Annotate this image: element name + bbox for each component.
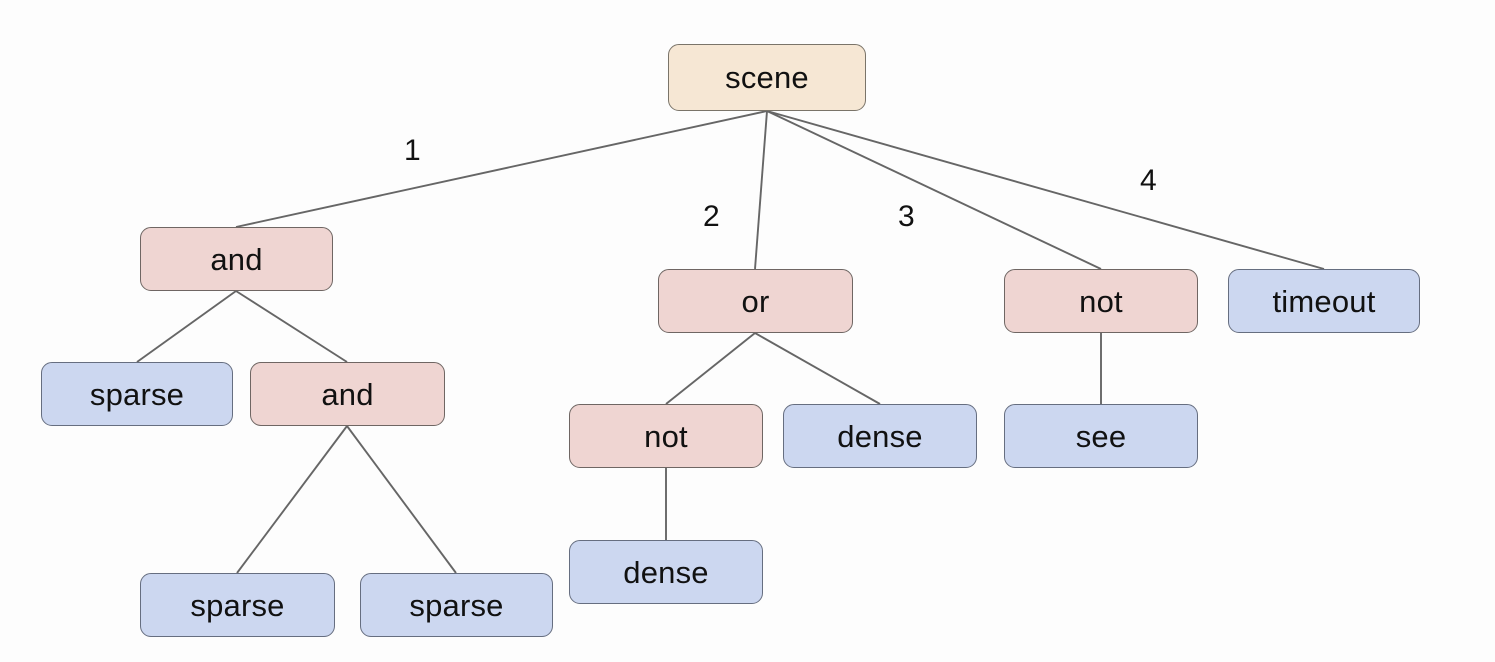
edge-or1-to-dense1 <box>754 332 881 405</box>
node-label: see <box>1075 418 1127 454</box>
node-label: or <box>741 283 770 319</box>
edge-label-3: 3 <box>898 200 915 233</box>
node-and1[interactable]: and <box>140 227 333 291</box>
edge-scene-to-not2 <box>766 110 1102 270</box>
node-and2[interactable]: and <box>250 362 445 426</box>
node-label: timeout <box>1272 283 1376 319</box>
edge-and2-to-sparse3 <box>346 425 457 574</box>
edge-scene-to-or1 <box>754 110 768 270</box>
edge-scene-to-timeout <box>766 110 1325 270</box>
node-or1[interactable]: or <box>658 269 853 333</box>
node-label: sparse <box>409 587 504 623</box>
node-label: and <box>210 241 263 277</box>
node-timeout[interactable]: timeout <box>1228 269 1420 333</box>
node-dense2[interactable]: dense <box>569 540 763 604</box>
node-label: not <box>1079 283 1123 319</box>
node-label: dense <box>837 418 923 454</box>
edge-scene-to-and1 <box>235 110 768 228</box>
node-label: sparse <box>89 376 185 412</box>
edge-label-1: 1 <box>404 134 421 167</box>
edge-and1-to-sparse1 <box>136 290 237 363</box>
node-label: not <box>644 418 688 454</box>
edge-label-2: 2 <box>703 200 720 233</box>
node-scene[interactable]: scene <box>668 44 866 111</box>
edge-and1-to-and2 <box>235 290 348 363</box>
node-label: scene <box>725 60 809 95</box>
node-label: dense <box>623 554 709 590</box>
node-not1[interactable]: not <box>569 404 763 468</box>
edge-label-4: 4 <box>1140 164 1157 197</box>
node-sparse2[interactable]: sparse <box>140 573 335 637</box>
node-sparse1[interactable]: sparse <box>41 362 233 426</box>
edge-and2-to-sparse2 <box>236 425 348 574</box>
node-see[interactable]: see <box>1004 404 1198 468</box>
node-label: sparse <box>190 587 285 623</box>
node-sparse3[interactable]: sparse <box>360 573 553 637</box>
node-dense1[interactable]: dense <box>783 404 977 468</box>
node-not2[interactable]: not <box>1004 269 1198 333</box>
node-label: and <box>321 376 374 412</box>
edge-or1-to-not1 <box>665 332 756 405</box>
